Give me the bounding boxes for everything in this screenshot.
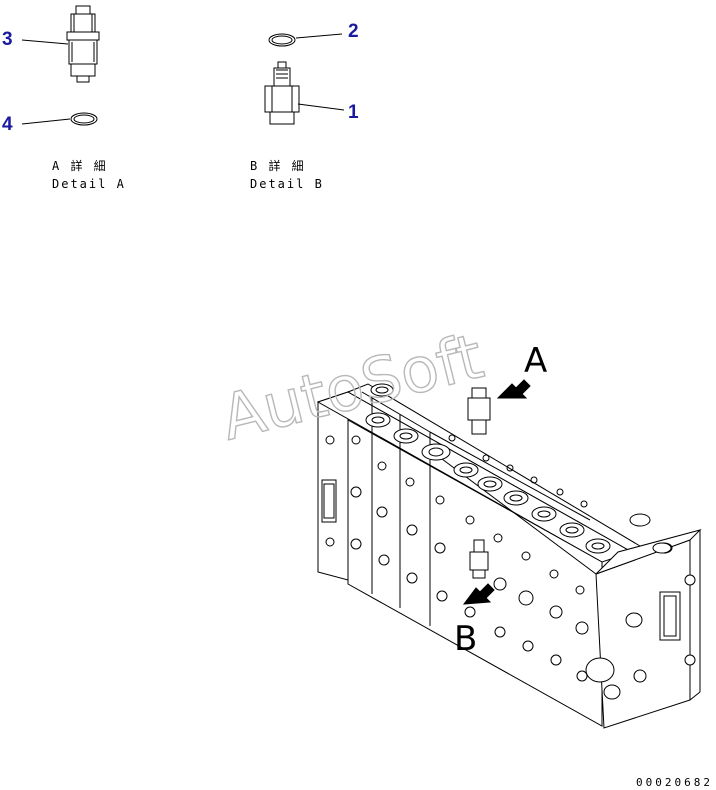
- detail-a-caption-en: Detail A: [52, 177, 126, 191]
- callout-1: 1: [348, 102, 359, 123]
- control-valve-assembly: [316, 383, 702, 729]
- view-a-label: A: [524, 341, 547, 381]
- detail-b-caption-en: Detail B: [250, 177, 324, 191]
- part-1-sensor-drawing: [264, 61, 300, 125]
- detail-b-caption-jp: B 詳 細: [250, 158, 306, 173]
- view-a-arrow: [496, 379, 531, 399]
- drawing-code: 00020682: [636, 776, 713, 789]
- view-b-arrow: [462, 583, 495, 605]
- part-2-oring-drawing: [268, 33, 296, 47]
- callout-4: 4: [2, 114, 13, 135]
- part-4-oring-drawing: [70, 112, 98, 126]
- part-3-valve-drawing: [66, 5, 100, 83]
- callout-3: 3: [2, 29, 13, 50]
- view-b-label: B: [454, 619, 477, 659]
- detail-a-caption-jp: A 詳 細: [52, 158, 108, 173]
- callout-2: 2: [348, 21, 359, 42]
